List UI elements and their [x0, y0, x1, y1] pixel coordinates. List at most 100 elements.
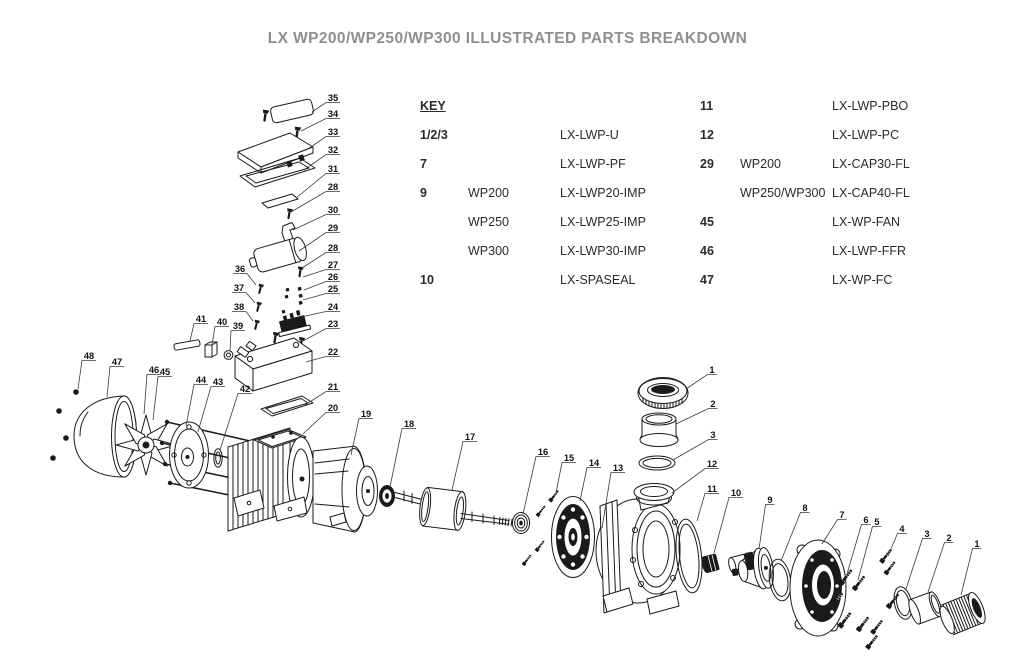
callout-leader	[106, 366, 124, 398]
callout-leader	[905, 538, 932, 590]
callout-leader	[672, 439, 718, 461]
part-1-union-nut-top	[637, 377, 689, 409]
key-cell-num: 45	[700, 215, 714, 229]
callout-leader	[197, 386, 225, 433]
callout-leader	[300, 311, 340, 318]
part-7-front-cover	[789, 539, 847, 637]
callout-leader	[219, 393, 252, 451]
callout-leader	[601, 472, 625, 529]
callout-label: 34	[328, 109, 339, 119]
key-cell-model: WP250/WP300	[740, 186, 826, 200]
key-cell-model: WP300	[468, 244, 509, 258]
callout-leader	[229, 330, 245, 352]
callout-label: 26	[328, 272, 338, 282]
callout-label: 28	[328, 243, 338, 253]
callout-leader	[713, 497, 743, 554]
key-cell-part: LX-WP-FAN	[832, 215, 901, 229]
part-32-cover-gasket	[239, 157, 316, 188]
callout-label: 22	[328, 347, 338, 357]
part-36-37-38-screws	[252, 283, 265, 331]
callout-leader	[302, 328, 340, 342]
callout-leader	[927, 542, 954, 593]
callout-label: 6	[863, 515, 868, 525]
part-39-ring	[223, 350, 234, 360]
part-19-stator-housing	[312, 445, 378, 533]
callout-leader	[292, 214, 340, 231]
part-27-26-25-terminal-hardware	[281, 286, 303, 314]
part-3-o-ring-top	[638, 455, 676, 471]
callout-label: 42	[240, 384, 250, 394]
key-cell-num: 29	[700, 157, 714, 171]
callout-label: 19	[361, 409, 371, 419]
part-33-terminal-cover	[237, 132, 314, 174]
key-cell-model: WP200	[740, 157, 781, 171]
key-cell-part: LX-LWP-PF	[560, 157, 626, 171]
callout-label: 45	[160, 367, 170, 377]
part-30-bracket	[281, 222, 296, 244]
key-cell-num: KEY	[420, 99, 446, 113]
callout-label: 32	[328, 145, 338, 155]
callout-label: 41	[196, 314, 206, 324]
part-48-screws	[50, 389, 79, 461]
callout-label: 24	[328, 302, 339, 312]
part-2-tailpiece-top	[639, 412, 679, 447]
callout-label: 13	[613, 463, 623, 473]
part-22-junction-box	[234, 337, 313, 392]
motor-shaft-left	[394, 490, 425, 506]
key-cell-num: 47	[700, 273, 714, 287]
callout-leader	[451, 441, 477, 491]
part-10-mechanical-seal	[701, 551, 757, 574]
key-cell-part: LX-LWP-PC	[832, 128, 900, 142]
callout-leader	[298, 232, 340, 252]
key-cell-model: WP250	[468, 215, 509, 229]
callout-leader	[887, 533, 907, 557]
callout-label: 31	[328, 164, 338, 174]
callout-label: 1	[709, 365, 714, 375]
callout-label: 38	[234, 302, 244, 312]
callout-leader	[290, 191, 340, 213]
callout-label: 16	[538, 447, 548, 457]
callout-label: 4	[899, 524, 905, 534]
callout-leader	[302, 412, 340, 435]
key-cell-model: WP200	[468, 186, 509, 200]
callout-label: 43	[213, 377, 223, 387]
callout-leader	[304, 391, 340, 406]
part-28-screw-upper	[285, 208, 293, 220]
callout-leader	[185, 384, 208, 427]
callout-label: 15	[564, 453, 574, 463]
key-cell-part: LX-SPASEAL	[560, 273, 636, 287]
key-cell-part: LX-LWP30-IMP	[560, 244, 646, 258]
callout-leader	[311, 102, 340, 113]
part-42-o-ring	[213, 448, 223, 468]
part-2-tailpiece-bottom	[908, 591, 942, 625]
key-cell-part: LX-CAP30-FL	[832, 157, 910, 171]
callout-label: 47	[112, 357, 122, 367]
part-24-terminal-block	[278, 310, 312, 338]
callout-layer: 3534333231283029282726252423222120191817…	[77, 93, 982, 596]
callout-label: 3	[710, 430, 715, 440]
callout-leader	[350, 418, 373, 456]
callout-leader	[211, 326, 229, 346]
callout-label: 1	[974, 539, 979, 549]
callout-leader	[300, 118, 340, 132]
part-11-o-ring	[675, 518, 703, 594]
callout-label: 48	[84, 351, 94, 361]
callout-leader	[857, 526, 882, 581]
part-17-rotor	[419, 486, 467, 531]
callout-leader	[303, 281, 340, 291]
callout-label: 9	[767, 495, 772, 505]
callout-leader	[307, 136, 340, 150]
callout-leader	[579, 467, 601, 502]
callout-leader	[232, 311, 254, 322]
part-29-capacitor	[248, 236, 307, 273]
callout-leader	[685, 374, 717, 390]
callout-leader	[305, 356, 340, 363]
key-cell-part: LX-CAP40-FL	[832, 186, 910, 200]
callout-leader	[846, 524, 871, 575]
key-cell-num: 10	[420, 273, 434, 287]
callout-leader	[522, 456, 550, 515]
key-cell-part: LX-LWP-U	[560, 128, 619, 142]
callout-leader	[671, 468, 719, 494]
